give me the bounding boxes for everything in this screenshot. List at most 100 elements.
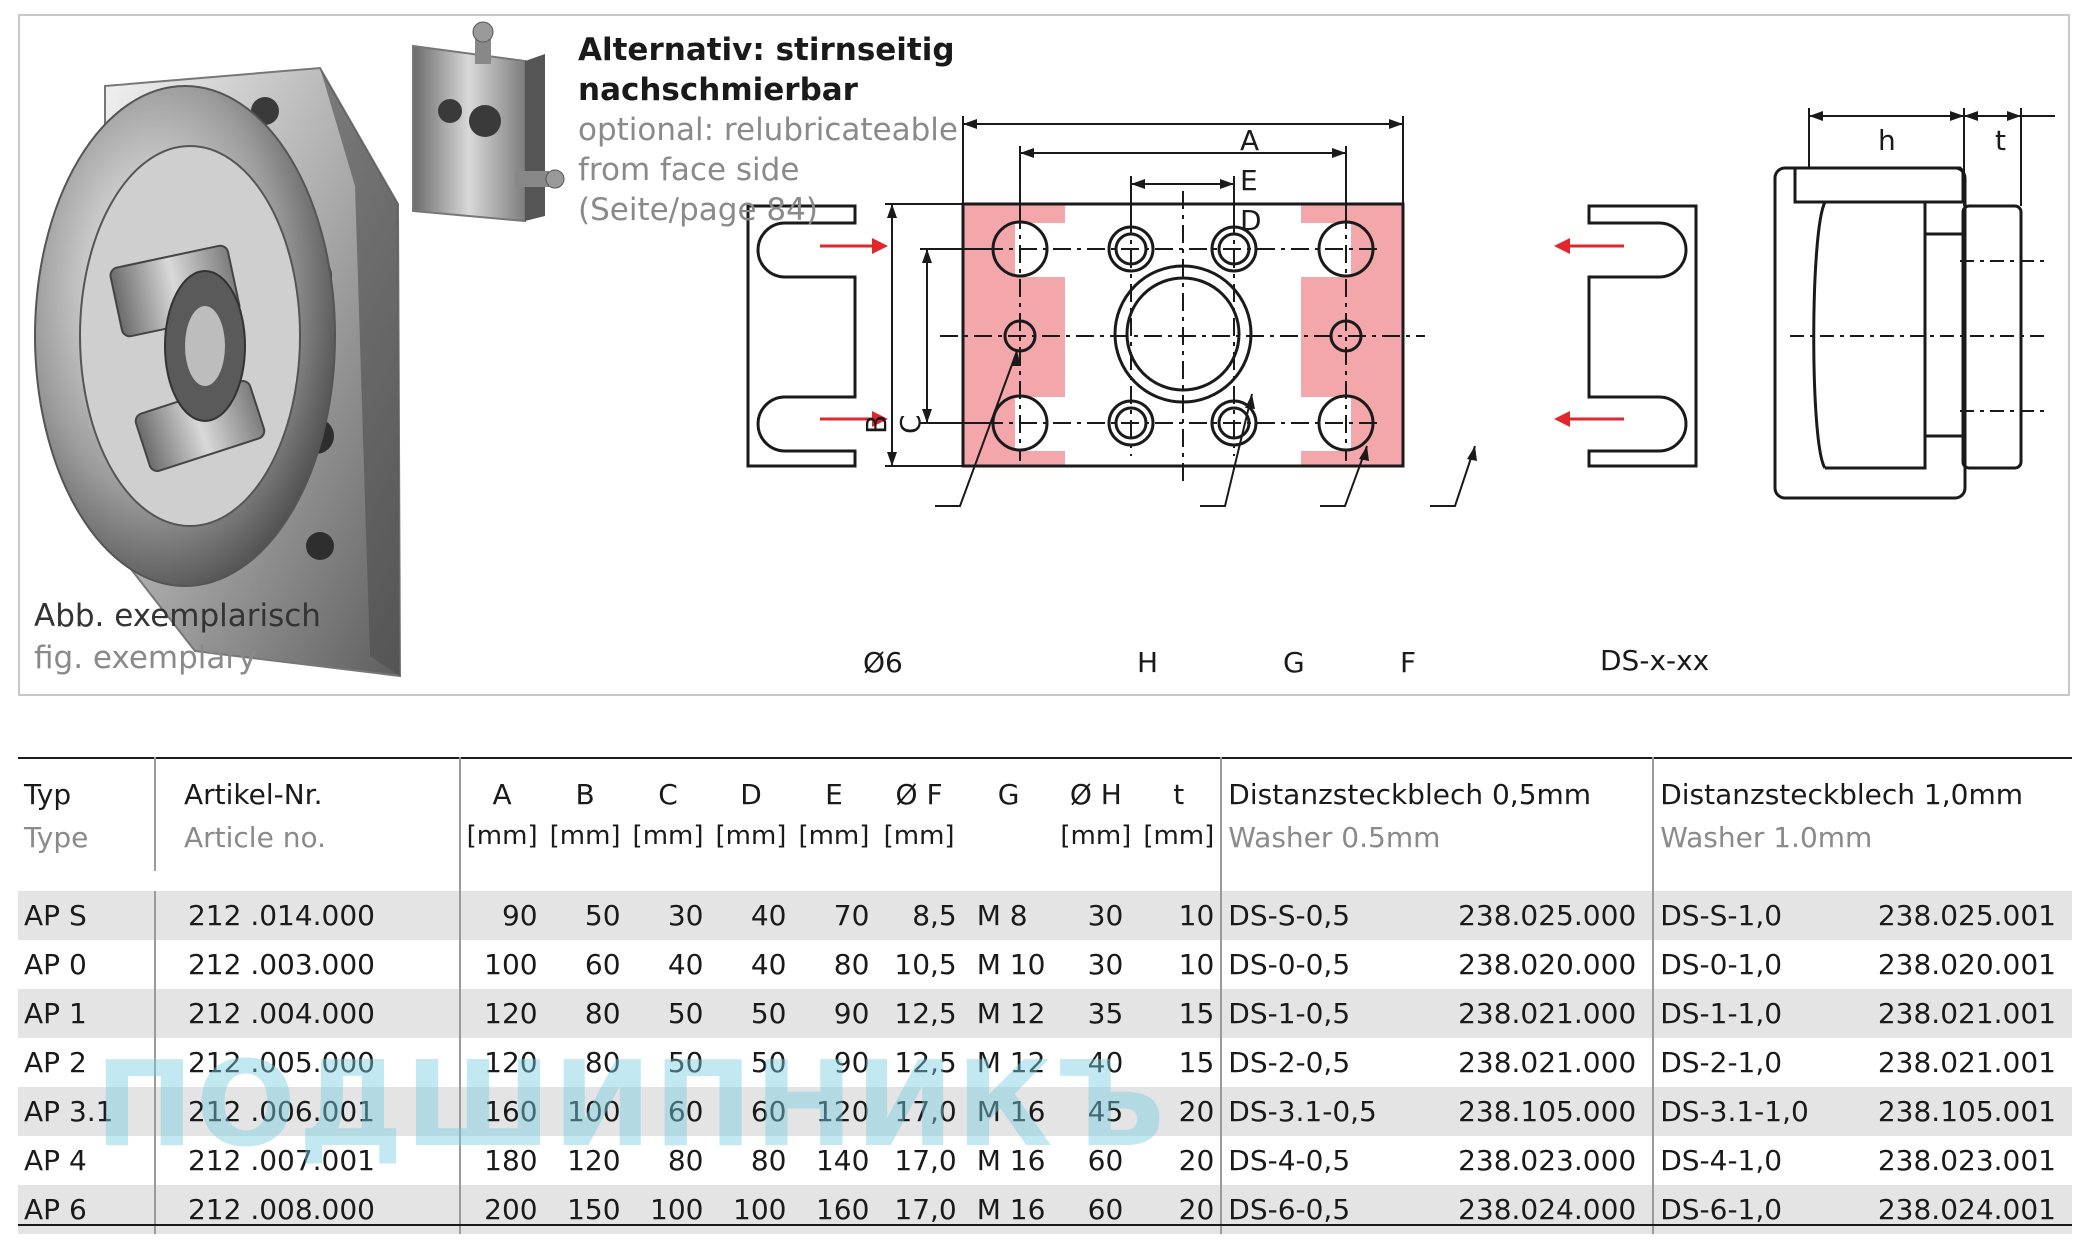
cell-c: 50: [667, 1046, 704, 1079]
cell-w05-art: 238.020.000: [1458, 948, 1637, 981]
header-e: E: [825, 778, 843, 811]
cell-w05: DS-2-0,5: [1220, 1038, 1437, 1087]
cell-w05-art: 238.023.000: [1458, 1144, 1637, 1177]
cell-e: 120: [792, 1087, 876, 1136]
dimension-lines: [885, 116, 1477, 507]
dim-label-f: F: [1400, 646, 1417, 679]
cell-a: 200: [458, 1185, 544, 1234]
cell-h: 30: [1087, 948, 1124, 981]
header-h: Ø H: [1069, 778, 1122, 811]
unit-g: [963, 817, 1055, 871]
figure-panel: Alternativ: stirnseitig nachschmierbar o…: [18, 14, 2070, 696]
washer-code-label: DS-x-xx: [1600, 644, 1710, 677]
header-article: Artikel-Nr.: [153, 757, 460, 817]
insertion-arrows: [820, 238, 1624, 427]
cell-d: 80: [750, 1144, 787, 1177]
cell-g: M 16: [962, 1185, 1055, 1234]
header-d: D: [740, 778, 762, 811]
cell-t: 15: [1178, 1046, 1215, 1079]
cell-typ: AP 4: [24, 1144, 87, 1177]
cell-f: 17,0: [875, 1185, 963, 1234]
cell-w10-art: 238.024.001: [1840, 1185, 2072, 1234]
cell-e: 90: [833, 1046, 870, 1079]
cell-w10: DS-1-1,0: [1652, 989, 1841, 1038]
cell-c: 100: [626, 1185, 710, 1234]
cell-g: M 10: [976, 948, 1046, 981]
cell-d: 60: [709, 1087, 793, 1136]
cell-w10: DS-4-1,0: [1652, 1136, 1841, 1185]
cell-c: 30: [626, 891, 710, 940]
table-top-rule: [18, 757, 2072, 759]
cell-b: 120: [567, 1144, 621, 1177]
cell-t: 10: [1137, 891, 1222, 940]
cell-b: 80: [543, 989, 627, 1038]
cell-w05: DS-S-0,5: [1220, 891, 1437, 940]
unit-b: [mm]: [549, 821, 621, 851]
cell-w05-art: 238.025.000: [1436, 891, 1654, 940]
cell-w10-art: 238.021.001: [1877, 1046, 2056, 1079]
cell-w10: DS-6-1,0: [1652, 1185, 1841, 1234]
cell-b: 150: [543, 1185, 627, 1234]
cell-a: 160: [458, 1087, 544, 1136]
caption-de-line2: nachschmierbar: [578, 72, 858, 108]
cell-a: 180: [458, 1136, 544, 1185]
table-bottom-rule: [18, 1224, 2072, 1226]
dim-label-g: G: [1283, 646, 1305, 679]
unit-a: [mm]: [458, 817, 544, 871]
cell-h: 40: [1087, 1046, 1124, 1079]
header-typ: Typ: [24, 778, 72, 811]
cell-b: 60: [584, 948, 621, 981]
cell-w10-art: 238.025.001: [1840, 891, 2072, 940]
cell-t: 15: [1137, 989, 1222, 1038]
cell-w10: DS-3.1-1,0: [1652, 1087, 1841, 1136]
cell-e: 140: [815, 1144, 870, 1177]
caption-en-line1: optional: relubricateable: [578, 112, 958, 148]
cell-c: 60: [626, 1087, 710, 1136]
cell-w10-art: 238.020.001: [1877, 948, 2056, 981]
dim-label-h: H: [1137, 646, 1159, 679]
cell-f: 10,5: [894, 948, 957, 981]
cell-t: 10: [1178, 948, 1215, 981]
cell-art: 212 .004.000: [153, 989, 460, 1038]
header-a: A: [458, 757, 544, 817]
left-washer: [746, 204, 857, 468]
cell-e: 160: [792, 1185, 876, 1234]
cell-h: 35: [1054, 989, 1138, 1038]
dim-label-b: B: [860, 414, 893, 434]
cell-c: 50: [626, 989, 710, 1038]
spec-table: Typ Artikel-Nr. A B C D E Ø F G Ø H t Di…: [18, 757, 2072, 1234]
caption-en-line2: from face side: [578, 152, 800, 188]
cell-a: 120: [458, 989, 544, 1038]
cell-w05-art: 238.021.000: [1458, 1046, 1637, 1079]
cell-w10: DS-0-1,0: [1652, 940, 1841, 989]
cell-g: M 12: [962, 989, 1055, 1038]
cell-art: 212 .003.000: [153, 940, 460, 989]
side-view-drawing: [1773, 108, 2055, 500]
cell-f: 12,5: [875, 989, 963, 1038]
cell-g: M 16: [976, 1144, 1046, 1177]
cell-e: 70: [792, 891, 876, 940]
unit-h: [mm]: [1060, 821, 1132, 851]
unit-c: [mm]: [632, 821, 704, 851]
cell-t: 20: [1178, 1144, 1215, 1177]
cell-typ: AP 2: [24, 1046, 87, 1079]
caption-de-line1: Alternativ: stirnseitig: [578, 32, 955, 68]
cell-f: 8,5: [875, 891, 963, 940]
flange-photo: [34, 66, 402, 678]
cell-typ: AP 3.1: [18, 1087, 155, 1136]
header-type-en: Type: [24, 821, 89, 854]
header-c: C: [658, 778, 678, 811]
cell-w10-art: 238.023.001: [1877, 1144, 2056, 1177]
cell-c: 40: [667, 948, 704, 981]
cell-b: 80: [584, 1046, 621, 1079]
cell-w10: DS-S-1,0: [1652, 891, 1841, 940]
cell-h: 60: [1054, 1185, 1138, 1234]
cell-b: 50: [543, 891, 627, 940]
technical-drawing: [34, 21, 2055, 678]
cell-h: 30: [1054, 891, 1138, 940]
